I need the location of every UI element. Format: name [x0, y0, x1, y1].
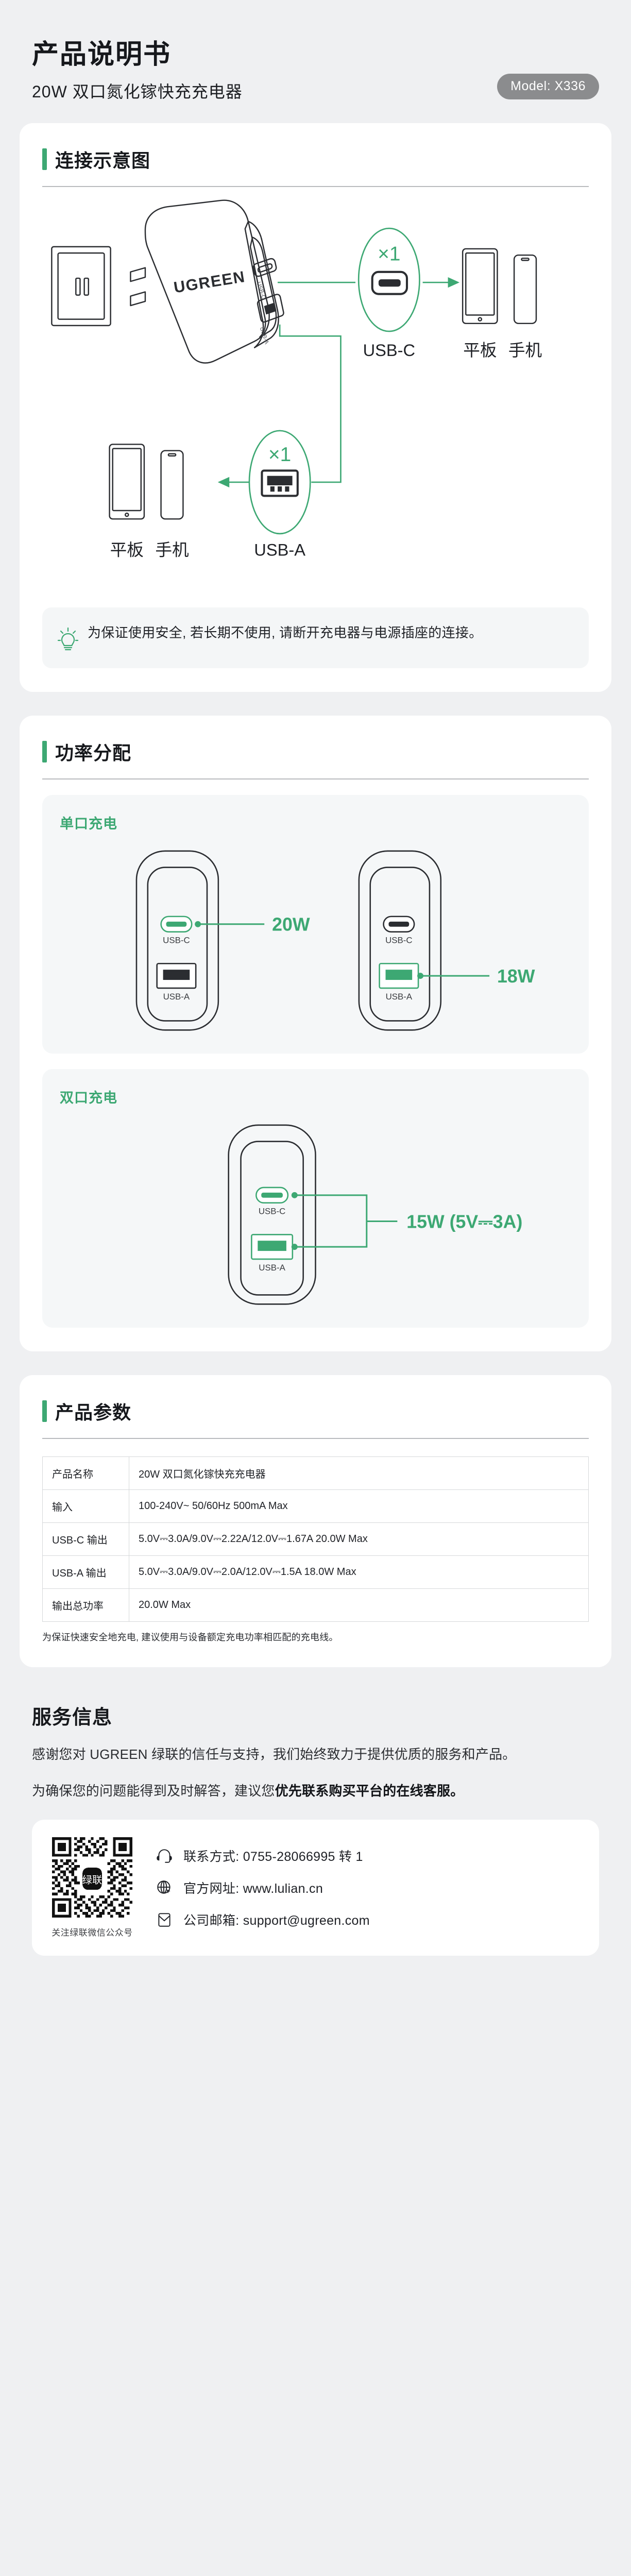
- page-header: 产品说明书 20W 双口氮化镓快充充电器 Model: X336: [0, 0, 631, 123]
- spec-key: 输出总功率: [42, 1588, 129, 1622]
- label-tablet-bottom: 平板: [110, 540, 144, 560]
- header-texts: 产品说明书 20W 双口氮化镓快充充电器: [32, 40, 497, 103]
- contact-email-text: 公司邮箱: support@ugreen.com: [183, 1913, 370, 1928]
- contact-row-phone[interactable]: 联系方式: 0755-28066995 转 1: [156, 1846, 578, 1865]
- page-subtitle: 20W 双口氮化镓快充充电器: [32, 82, 243, 101]
- usba-port-label: USB-A: [163, 991, 190, 1001]
- qr-caption: 关注绿联微信公众号: [52, 1928, 133, 1938]
- device-usba-label: USB-A: [259, 326, 270, 345]
- qr-center-text: 绿联: [82, 1875, 103, 1886]
- headset-icon: [157, 1849, 172, 1863]
- section-divider: [42, 186, 589, 188]
- accent-bar: [42, 148, 47, 171]
- section-divider: [42, 778, 589, 779]
- charger-usbc-active: USB-C USB-A 20W: [135, 850, 310, 1031]
- table-row: USB-C 输出 5.0V⎓3.0A/9.0V⎓2.22A/12.0V⎓1.67…: [42, 1522, 589, 1556]
- dual-port-label: 双口充电: [60, 1090, 117, 1106]
- page-title: 产品说明书: [32, 40, 172, 70]
- power-title: 功率分配: [55, 742, 132, 764]
- dual-port-illustration: USB-C USB-A 15W (5V⎓3A): [228, 1124, 522, 1305]
- contact-phone-text: 联系方式: 0755-28066995 转 1: [183, 1850, 363, 1865]
- label-tablet-top: 平板: [463, 341, 497, 360]
- charger-dual-active: USB-C USB-A 15W (5V⎓3A): [228, 1124, 522, 1305]
- contact-list: 联系方式: 0755-28066995 转 1 官方网址: www.lulian…: [156, 1846, 578, 1929]
- usbc-connector-icon: [371, 270, 408, 295]
- single-port-label: 单口充电: [60, 816, 117, 832]
- spec-value: 100-240V~ 50/60Hz 500mA Max: [129, 1489, 589, 1523]
- label-phone-bottom: 手机: [155, 540, 189, 560]
- contact-website-text: 官方网址: www.lulian.cn: [183, 1882, 323, 1896]
- service-paragraph-2-pre: 为确保您的问题能得到及时解答，建议您: [32, 1783, 275, 1799]
- power-section-head: 功率分配: [42, 738, 589, 765]
- spec-table: 产品名称 20W 双口氮化镓快充充电器 输入 100-240V~ 50/60Hz…: [42, 1456, 589, 1622]
- usbc-title: USB-C: [363, 341, 416, 360]
- model-badge: Model: X336: [497, 74, 599, 100]
- single-port-block: 单口充电 USB-C USB-A 20W: [42, 794, 589, 1054]
- arrow-right-usbc: [448, 277, 460, 288]
- connection-illustration: UGREEN USB-C USB-A ×1 USB-C 平板 手: [51, 199, 542, 560]
- contact-row-email[interactable]: 公司邮箱: support@ugreen.com: [156, 1910, 578, 1929]
- spec-key: 输入: [42, 1489, 129, 1523]
- spec-key: USB-C 输出: [42, 1522, 129, 1556]
- service-title: 服务信息: [32, 1706, 113, 1728]
- qr-column: 绿联 关注绿联微信公众号: [49, 1837, 135, 1938]
- connection-section-head: 连接示意图: [42, 146, 589, 173]
- spec-value: 20W 双口氮化镓快充充电器: [129, 1456, 589, 1490]
- accent-bar: [42, 740, 47, 762]
- safety-tip-text: 为保证使用安全, 若长期不使用, 请断开充电器与电源插座的连接。: [88, 624, 483, 640]
- dual-port-block: 双口充电 USB-C USB-A: [42, 1069, 589, 1328]
- accent-bar: [42, 1400, 47, 1422]
- connection-diagram: UGREEN USB-C USB-A ×1 USB-C 平板 手: [42, 187, 589, 598]
- spec-card: 产品参数 产品名称 20W 双口氮化镓快充充电器 输入 100-240V~ 50…: [20, 1375, 611, 1667]
- lightbulb-icon: [58, 627, 78, 650]
- spec-value: 5.0V⎓3.0A/9.0V⎓2.0A/12.0V⎓1.5A 18.0W Max: [129, 1555, 589, 1589]
- usba-port-label: USB-A: [259, 1263, 285, 1273]
- table-row: 输入 100-240V~ 50/60Hz 500mA Max: [42, 1489, 589, 1523]
- label-phone-top: 手机: [508, 341, 542, 360]
- single-usba-power-value: 18W: [497, 966, 535, 987]
- single-port-illustration: USB-C USB-A 20W USB-C: [135, 850, 535, 1031]
- single-usbc-power-value: 20W: [272, 914, 310, 935]
- usbc-port-label: USB-C: [385, 935, 413, 945]
- arrow-left-usba: [217, 477, 230, 488]
- spec-section-head: 产品参数: [42, 1398, 589, 1425]
- usbc-port-label: USB-C: [259, 1206, 286, 1216]
- dual-power-value: 15W (5V⎓3A): [406, 1211, 522, 1232]
- service-section: 服务信息 感谢您对 UGREEN 绿联的信任与支持，我们始终致力于提供优质的服务…: [0, 1691, 631, 1956]
- service-paragraph-2: 为确保您的问题能得到及时解答，建议您优先联系购买平台的在线客服。: [32, 1780, 599, 1803]
- brand-text: UGREEN: [173, 268, 247, 296]
- spec-key: 产品名称: [42, 1456, 129, 1490]
- table-row: USB-A 输出 5.0V⎓3.0A/9.0V⎓2.0A/12.0V⎓1.5A …: [42, 1555, 589, 1589]
- envelope-icon: [158, 1913, 170, 1927]
- charger-usba-active: USB-C USB-A 18W: [358, 850, 535, 1031]
- safety-tip-box: 为保证使用安全, 若长期不使用, 请断开充电器与电源插座的连接。: [42, 607, 589, 668]
- qr-code-icon[interactable]: 绿联: [52, 1837, 132, 1918]
- usba-connector-icon: [261, 469, 299, 497]
- spec-key: USB-A 输出: [42, 1555, 129, 1589]
- table-row: 输出总功率 20.0W Max: [42, 1588, 589, 1622]
- usbc-count: ×1: [378, 243, 400, 265]
- section-divider: [42, 1437, 589, 1439]
- usba-title: USB-A: [254, 540, 305, 560]
- power-card: 功率分配 单口充电 USB-C USB-A 20W: [20, 715, 611, 1351]
- connection-card: 连接示意图: [20, 123, 611, 692]
- spec-value: 5.0V⎓3.0A/9.0V⎓2.22A/12.0V⎓1.67A 20.0W M…: [129, 1522, 589, 1556]
- usba-count: ×1: [268, 444, 291, 466]
- service-paragraph-1: 感谢您对 UGREEN 绿联的信任与支持，我们始终致力于提供优质的服务和产品。: [32, 1746, 516, 1762]
- spec-title: 产品参数: [55, 1401, 132, 1423]
- usba-port-label: USB-A: [386, 991, 413, 1001]
- contact-row-website[interactable]: 官方网址: www.lulian.cn: [156, 1878, 578, 1897]
- spec-value: 20.0W Max: [129, 1588, 589, 1622]
- usbc-port-label: USB-C: [163, 935, 190, 945]
- spec-note: 为保证快速安全地充电, 建议使用与设备额定充电功率相匹配的充电线。: [42, 1632, 338, 1642]
- contact-card: 绿联 关注绿联微信公众号 联系方式: 0755-28066995 转 1: [32, 1820, 599, 1956]
- globe-icon: [157, 1880, 170, 1894]
- connection-title: 连接示意图: [55, 150, 151, 172]
- service-paragraph-2-strong: 优先联系购买平台的在线客服。: [275, 1783, 464, 1799]
- table-row: 产品名称 20W 双口氮化镓快充充电器: [42, 1456, 589, 1490]
